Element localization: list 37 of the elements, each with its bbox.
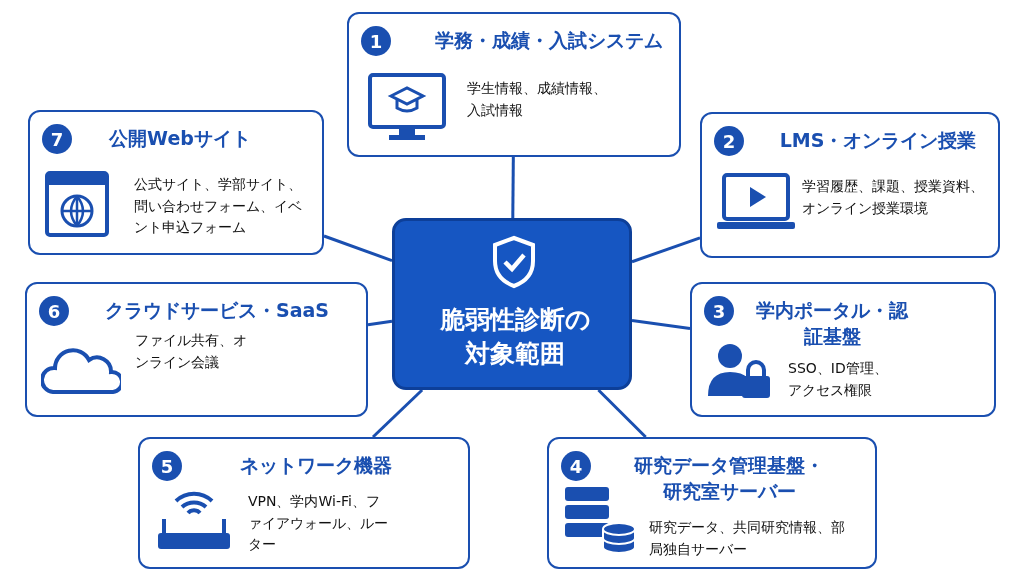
number-badge: 5: [152, 451, 182, 481]
center-box: [392, 218, 632, 390]
number-badge: 4: [561, 451, 591, 481]
category-card: [28, 110, 324, 255]
card-title: クラウドサービス・SaaS: [104, 298, 330, 323]
card-description: 学生情報、成績情報、入試情報: [467, 79, 608, 120]
card-title: ネットワーク機器: [239, 453, 393, 478]
number-badge: 3: [704, 296, 734, 326]
card-title: 学内ポータル・認証基盤: [755, 298, 910, 349]
category-card: [700, 112, 1000, 258]
connector-line: [367, 319, 393, 327]
connector-line: [631, 319, 691, 330]
card-description: 学習履歴、課題、授業資料、オンライン授業環境: [802, 177, 985, 218]
center-title: 脆弱性診断の対象範囲: [438, 304, 592, 370]
card-description: SSO、ID管理、アクセス権限: [788, 359, 889, 400]
card-description: VPN、学内Wi-Fi、ファイアウォール、ルーター: [248, 492, 388, 555]
connector-line: [511, 157, 515, 218]
number-badge: 6: [39, 296, 69, 326]
card-description: ファイル共有、オンライン会議: [135, 331, 247, 372]
connector-line: [371, 388, 424, 439]
number-badge: 7: [42, 124, 72, 154]
card-title: LMS・オンライン授業: [778, 128, 978, 153]
card-description: 公式サイト、学部サイト、問い合わせフォーム、イベント申込フォーム: [134, 175, 303, 238]
card-title: 学務・成績・入試システム: [434, 28, 664, 53]
number-badge: 1: [361, 26, 391, 56]
category-card: [138, 437, 470, 569]
card-description: 研究データ、共同研究情報、部局独自サーバー: [649, 518, 846, 559]
number-badge: 2: [714, 126, 744, 156]
category-card: [547, 437, 877, 569]
card-title: 研究データ管理基盤・研究室サーバー: [633, 453, 825, 504]
connector-line: [631, 236, 701, 264]
connector-line: [597, 388, 647, 439]
connector-line: [323, 234, 393, 262]
category-card: [347, 12, 681, 157]
card-title: 公開Webサイト: [108, 126, 252, 151]
category-card: [690, 282, 996, 417]
category-card: [25, 282, 368, 417]
